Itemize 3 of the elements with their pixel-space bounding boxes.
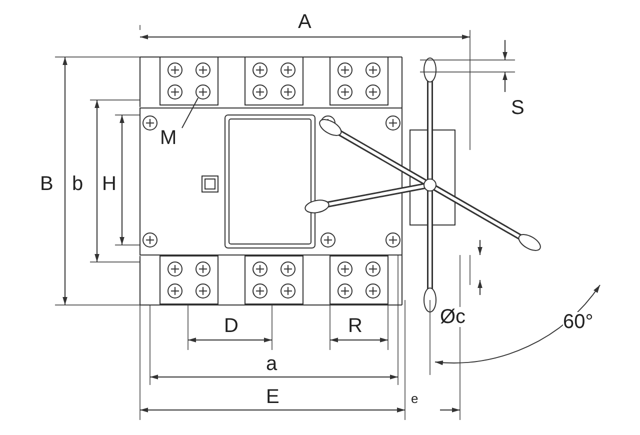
leader-line: [182, 98, 198, 128]
terminal-screw: [195, 84, 211, 100]
dimension-label: Øc: [440, 307, 466, 327]
